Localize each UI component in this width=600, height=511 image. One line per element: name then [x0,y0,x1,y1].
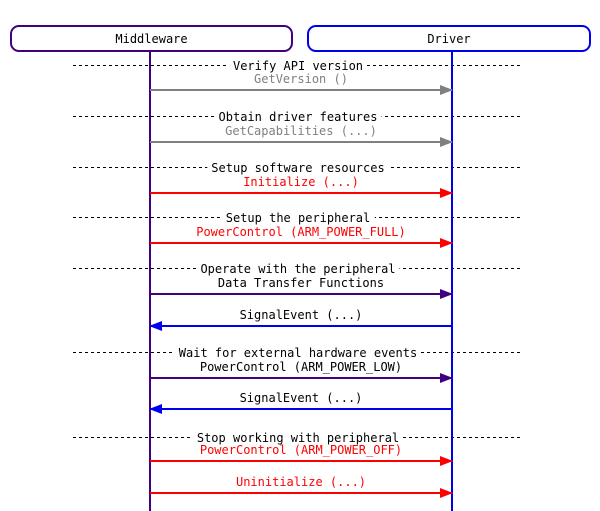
section-divider-label: Setup the peripheral [221,210,375,225]
message-line [150,89,452,91]
message-label: SignalEvent (...) [239,391,363,405]
arrowhead-icon [149,404,162,414]
entity-label-driver: Driver [427,31,471,46]
message-label: GetVersion () [254,72,348,86]
message-label: SignalEvent (...) [239,308,363,322]
message-label: Data Transfer Functions [217,276,385,290]
section-divider: Verify API version [73,58,523,73]
message-line [150,242,452,244]
section-divider: Setup software resources [73,160,523,175]
section-divider: Wait for external hardware events [73,345,523,360]
arrowhead-icon [440,488,453,498]
entity-box-driver: Driver [307,25,591,52]
section-divider: Setup the peripheral [73,210,523,225]
message-label: PowerControl (ARM_POWER_FULL) [196,225,406,239]
arrowhead-icon [440,85,453,95]
section-divider-label: Setup software resources [207,160,389,175]
section-divider-label: Wait for external hardware events [174,345,422,360]
section-divider: Obtain driver features [73,109,523,124]
message-label: PowerControl (ARM_POWER_LOW) [199,360,403,374]
message-line [150,325,452,327]
message-label: Uninitialize (...) [235,475,367,489]
entity-label-middleware: Middleware [115,31,188,46]
section-divider: Operate with the peripheral [73,261,523,276]
message-line [150,460,452,462]
message-line [150,377,452,379]
arrowhead-icon [440,238,453,248]
message-line [150,492,452,494]
section-divider-label: Obtain driver features [214,109,382,124]
entity-box-middleware: Middleware [10,25,293,52]
section-divider-label: Stop working with peripheral [192,430,404,445]
lifeline-middleware [149,52,151,511]
message-label: GetCapabilities (...) [225,124,377,138]
arrowhead-icon [440,456,453,466]
message-label: Initialize (...) [243,175,359,189]
arrowhead-icon [440,188,453,198]
section-divider-label: Operate with the peripheral [196,261,400,276]
arrowhead-icon [440,289,453,299]
message-line [150,408,452,410]
arrowhead-icon [149,321,162,331]
arrowhead-icon [440,137,453,147]
message-line [150,293,452,295]
lifeline-driver [451,52,453,511]
section-divider: Stop working with peripheral [73,430,523,445]
message-line [150,141,452,143]
message-line [150,192,452,194]
arrowhead-icon [440,373,453,383]
message-label: PowerControl (ARM_POWER_OFF) [199,443,403,457]
section-divider-label: Verify API version [228,58,368,73]
